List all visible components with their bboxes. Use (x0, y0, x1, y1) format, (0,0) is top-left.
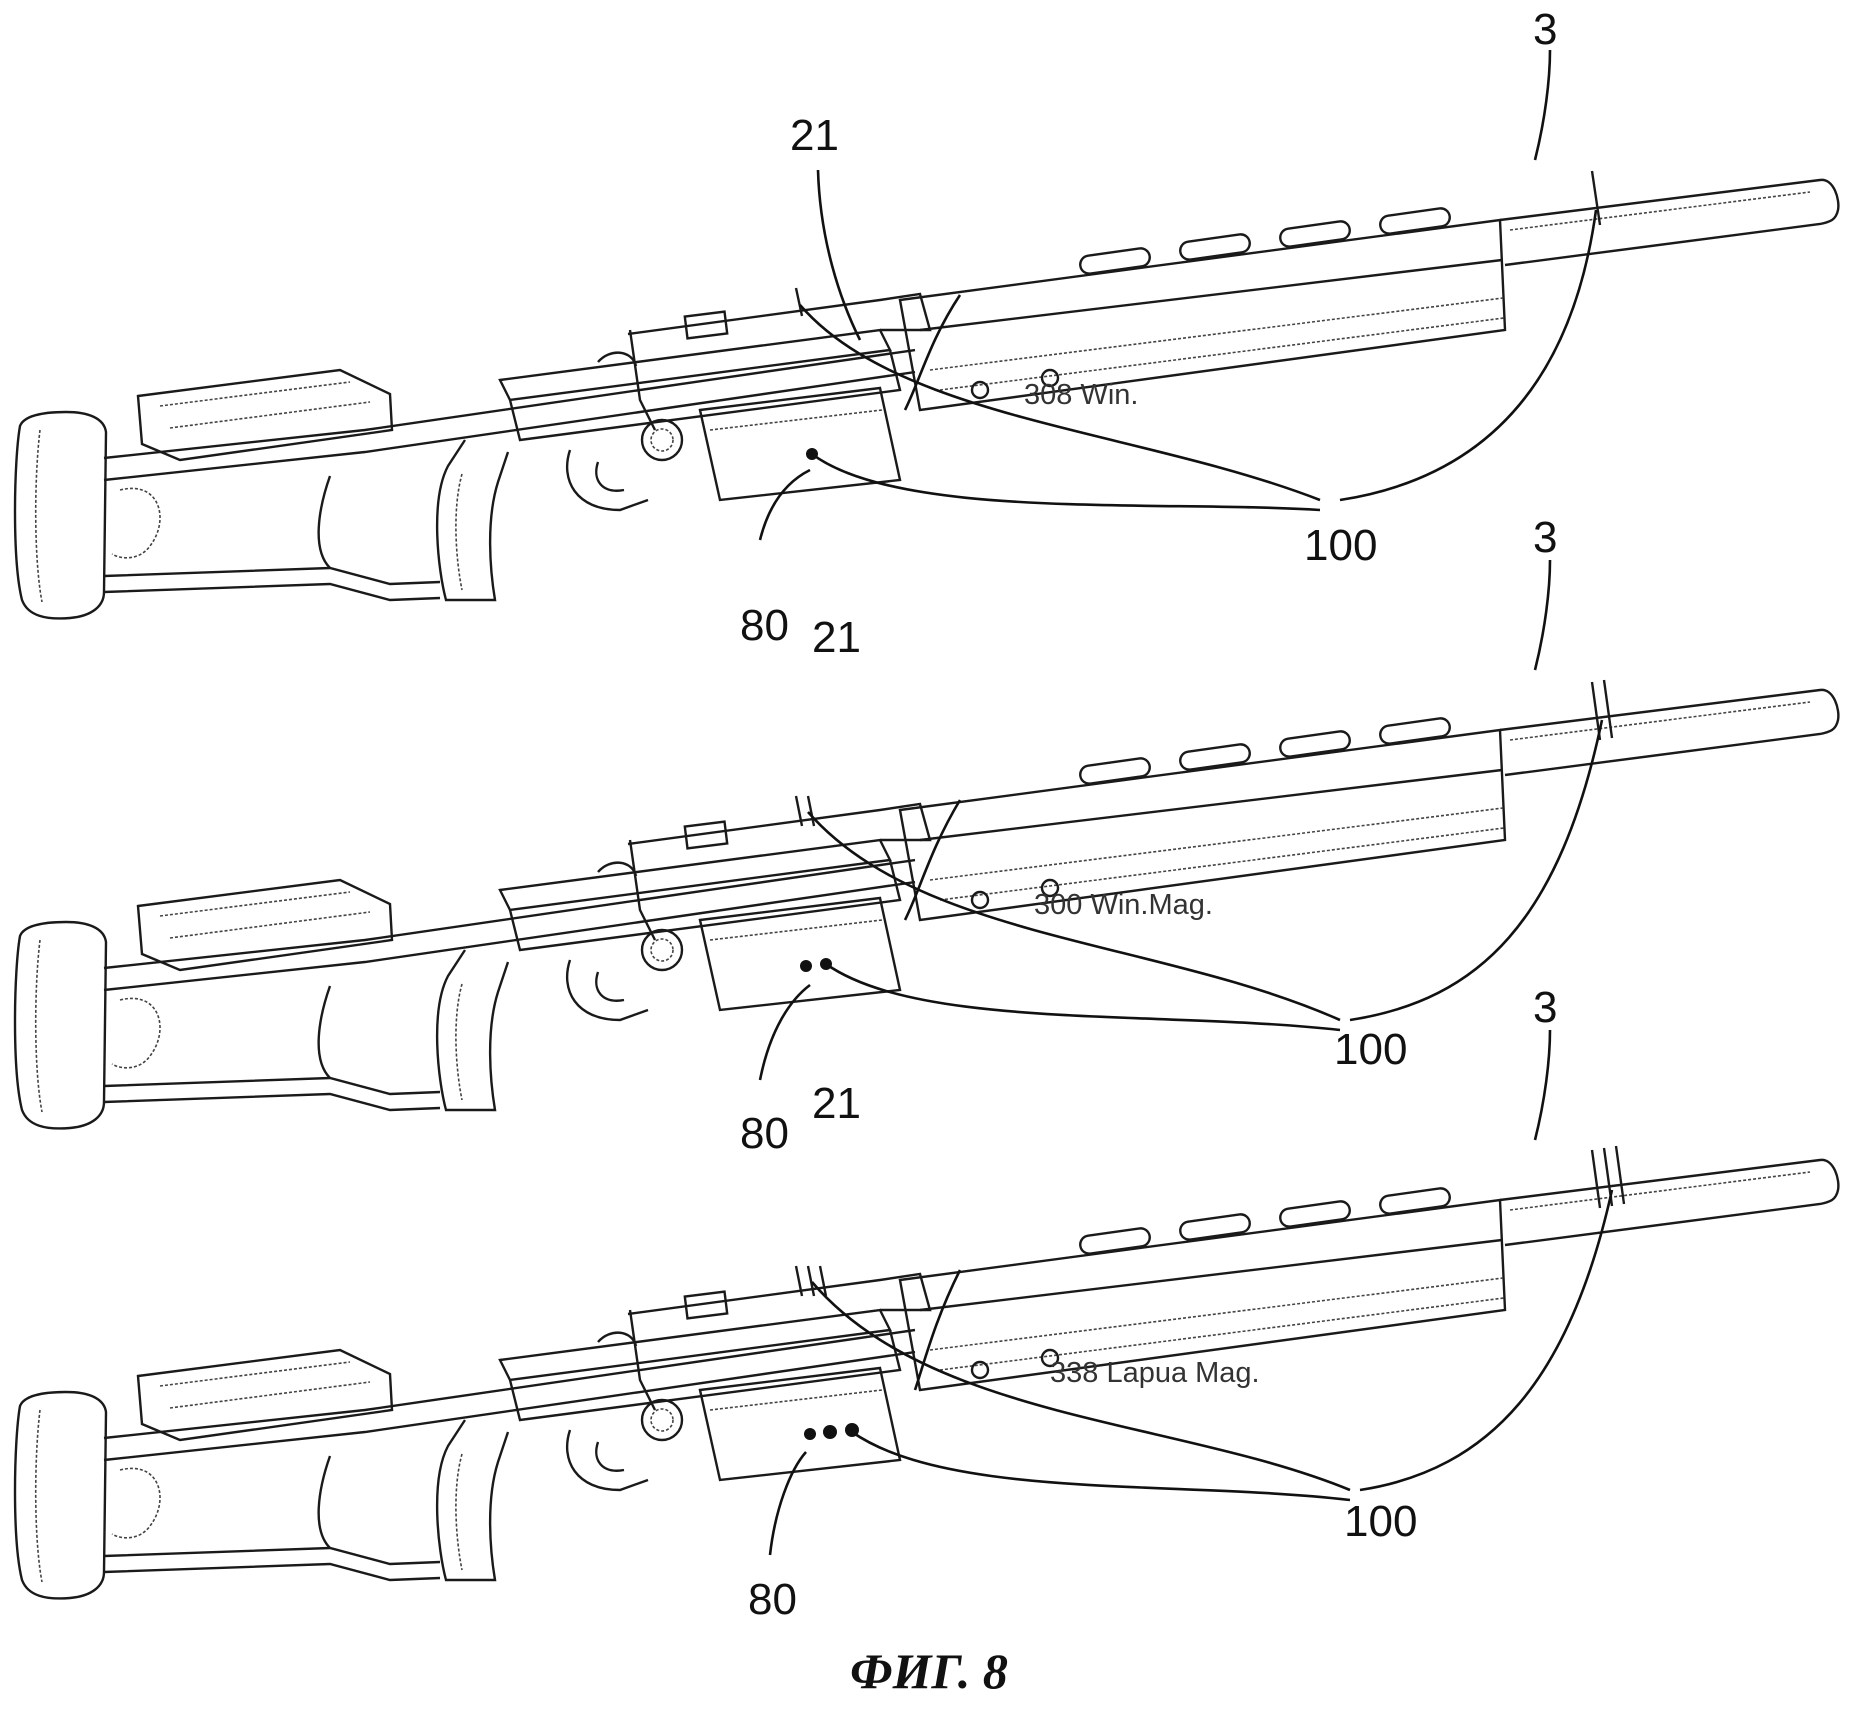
rifle-3-ref-magazine: 80 (748, 1575, 797, 1624)
rifle-3-ref-receiver: 21 (812, 1079, 861, 1128)
rifle-3-ref-marker: 100 (1344, 1497, 1417, 1546)
rifle-1-caliber-label: 308 Win. (1024, 379, 1138, 411)
rifle-3-ref-barrel: 3 (1533, 983, 1557, 1032)
rifle-1-ref-magazine: 80 (740, 601, 789, 650)
rifle-2-drawing (13, 559, 1840, 1130)
rifle-3-drawing (13, 1029, 1840, 1600)
rifle-1-ref-marker: 100 (1304, 521, 1377, 570)
rifle-3-caliber-label: 338 Lapua Mag. (1050, 1357, 1260, 1389)
rifle-2-ref-receiver: 21 (812, 613, 861, 662)
rifle-2-ref-barrel: 3 (1533, 513, 1557, 562)
rifle-2-ref-marker: 100 (1334, 1025, 1407, 1074)
rifle-1-ref-receiver: 21 (790, 111, 839, 160)
rifle-1-drawing (13, 49, 1840, 620)
rifle-1-ref-barrel: 3 (1533, 5, 1557, 54)
rifle-2-ref-magazine: 80 (740, 1109, 789, 1158)
figure-caption: ФИГ. 8 (850, 1643, 1008, 1699)
rifle-2-caliber-label: 300 Win.Mag. (1034, 889, 1213, 921)
